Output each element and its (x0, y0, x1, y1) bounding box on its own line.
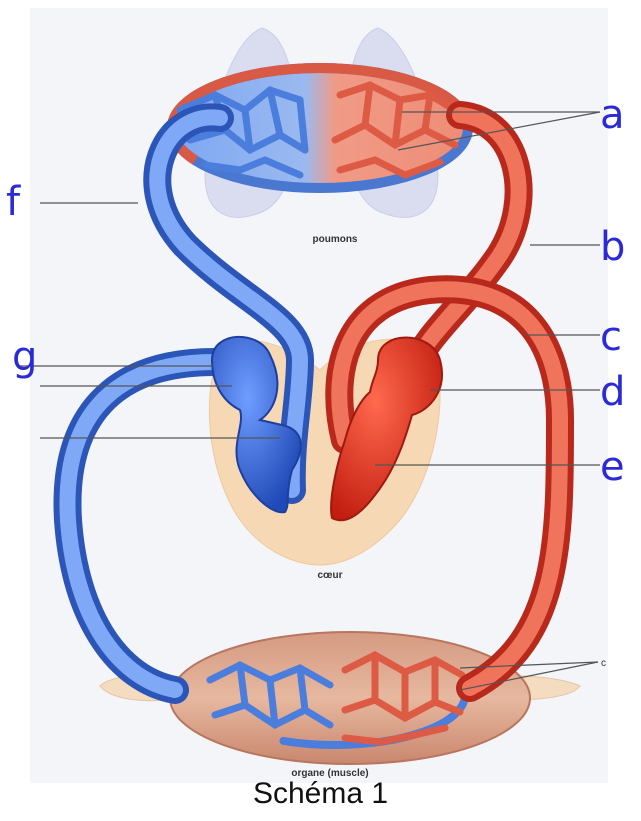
label-e: e (600, 444, 625, 490)
lungs-label: poumons (313, 234, 358, 245)
cut-label-1: c (601, 658, 606, 669)
heart-label: cœur (318, 570, 343, 581)
label-c: c (600, 314, 622, 360)
figure-caption: Schéma 1 (0, 777, 641, 811)
label-b: b (600, 224, 625, 270)
label-d: d (600, 369, 625, 415)
label-f: f (6, 179, 21, 225)
label-g: g (12, 334, 37, 380)
label-a: a (600, 92, 625, 138)
